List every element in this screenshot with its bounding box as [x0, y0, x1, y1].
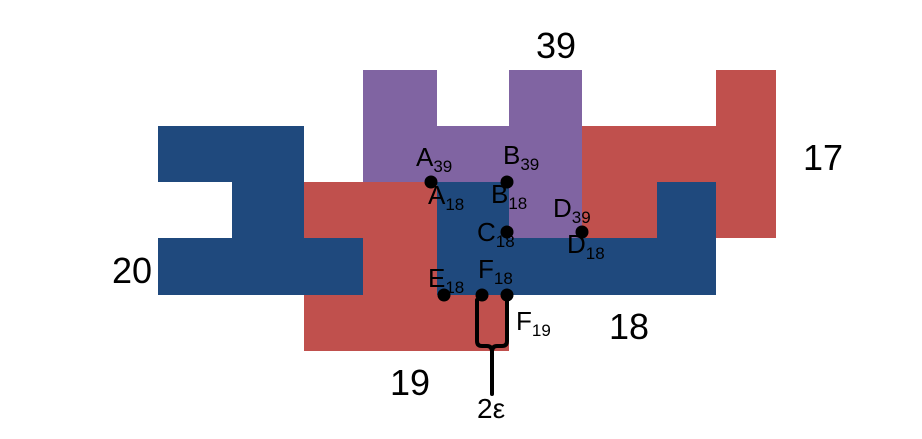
- point-d: [575, 225, 589, 239]
- point-label-e18: E18: [428, 263, 464, 297]
- point-label-a18: A18: [428, 180, 464, 214]
- point-e: [437, 288, 451, 302]
- point-label-d39: D39: [553, 193, 591, 227]
- point-f-left: [475, 288, 489, 302]
- point-label-d18: D18: [567, 229, 605, 263]
- piece-label-17: 17: [803, 137, 843, 178]
- piece-label-18: 18: [609, 306, 649, 347]
- point-f-right: [500, 288, 514, 302]
- point-label-f19: F19: [516, 306, 551, 340]
- point-c: [500, 225, 514, 239]
- piece-label-39: 39: [536, 25, 576, 66]
- point-label-c18: C18: [477, 217, 515, 251]
- epsilon-brace: [475, 298, 509, 396]
- point-label-f18: F18: [478, 254, 513, 288]
- piece-19: [304, 182, 509, 351]
- epsilon-label: 2ε: [477, 393, 505, 424]
- point-b: [500, 175, 514, 189]
- point-label-b39: B39: [503, 140, 539, 174]
- point-a: [424, 175, 438, 189]
- piece-label-19: 19: [390, 362, 430, 403]
- piece-18: [437, 182, 716, 295]
- piece-39: [363, 70, 582, 238]
- point-label-a39: A39: [416, 142, 452, 176]
- point-label-b18: B18: [491, 179, 527, 213]
- piece-label-20: 20: [112, 250, 152, 291]
- piece-20: [158, 126, 363, 295]
- piece-17: [582, 70, 776, 238]
